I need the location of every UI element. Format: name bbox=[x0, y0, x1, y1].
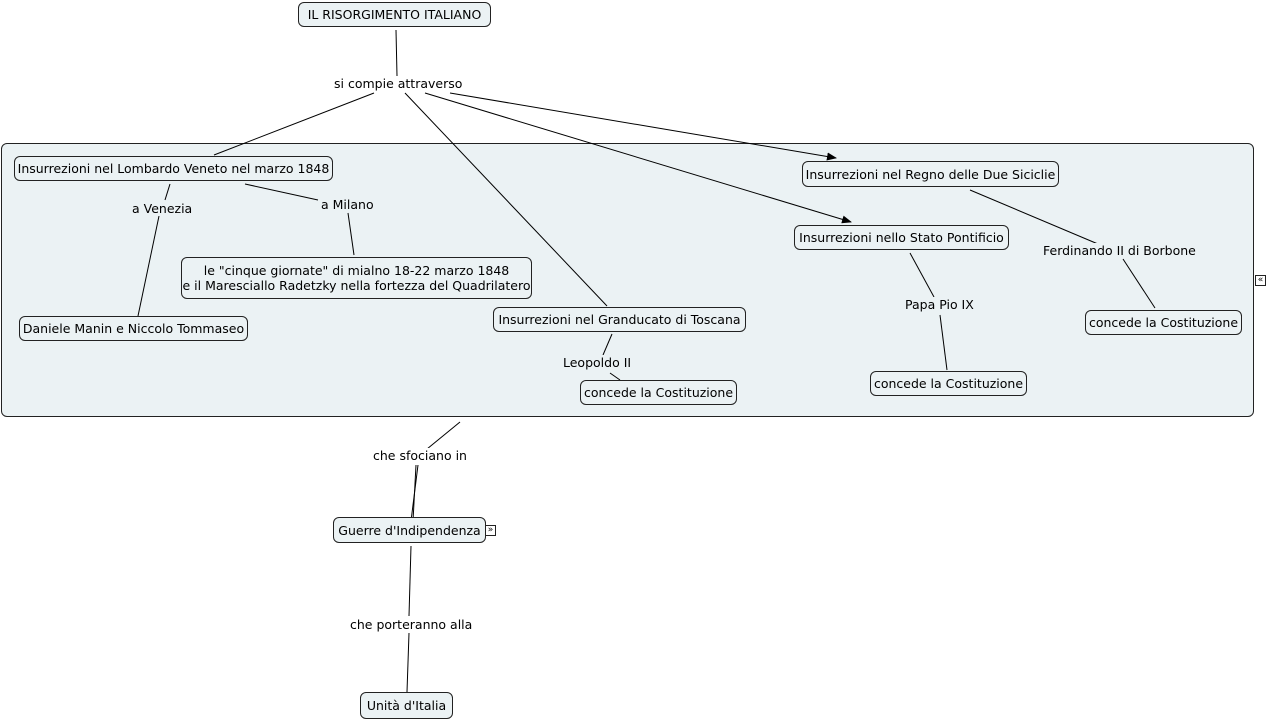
concept-label: concede la Costituzione bbox=[1088, 315, 1239, 330]
concept-label: concede la Costituzione bbox=[873, 376, 1024, 391]
link-group-to-sfociano bbox=[426, 421, 461, 450]
concept-label: concede la Costituzione bbox=[583, 385, 734, 400]
link-sfociano-to-guerre-a bbox=[410, 464, 419, 522]
link-sfociano-to-guerre-b bbox=[412, 464, 417, 522]
concept-label: Unità d'Italia bbox=[366, 698, 447, 713]
concept-label: IL RISORGIMENTO ITALIANO bbox=[307, 7, 482, 22]
linking-phrase-a-milano[interactable]: a Milano bbox=[319, 197, 376, 212]
concept-guerre-indipendenza[interactable]: Guerre d'Indipendenza bbox=[333, 517, 486, 543]
concept-costituzione-toscana[interactable]: concede la Costituzione bbox=[580, 380, 737, 405]
concept-label: Insurrezioni nel Regno delle Due Sicicli… bbox=[805, 166, 1056, 182]
linking-phrase-sfociano[interactable]: che sfociano in bbox=[371, 448, 469, 463]
concept-label: Guerre d'Indipendenza bbox=[338, 522, 481, 538]
concept-cinque-giornate[interactable]: le "cinque giornate" di mialno 18-22 mar… bbox=[181, 257, 532, 299]
collapse-group-icon[interactable]: « bbox=[1255, 275, 1266, 286]
link-guerre-to-porteranno bbox=[408, 545, 412, 617]
concept-costituzione-pontificio[interactable]: concede la Costituzione bbox=[870, 371, 1027, 396]
concept-manin-tommaseo[interactable]: Daniele Manin e Niccolo Tommaseo bbox=[19, 316, 248, 341]
concept-label-line1: le "cinque giornate" di mialno 18-22 mar… bbox=[203, 263, 510, 278]
link-root-to-compie bbox=[395, 29, 398, 77]
concept-granducato-toscana[interactable]: Insurrezioni nel Granducato di Toscana bbox=[493, 307, 746, 332]
concept-due-sicilie[interactable]: Insurrezioni nel Regno delle Due Sicicli… bbox=[802, 161, 1059, 187]
concept-unita-italia[interactable]: Unità d'Italia bbox=[360, 692, 453, 719]
concept-label: Insurrezioni nello Stato Pontificio bbox=[799, 230, 1004, 245]
linking-phrase-leopoldo[interactable]: Leopoldo II bbox=[561, 355, 634, 370]
expand-node-icon[interactable]: » bbox=[485, 525, 496, 536]
concept-lombardo-veneto[interactable]: Insurrezioni nel Lombardo Veneto nel mar… bbox=[14, 156, 333, 181]
link-porteranno-to-unita bbox=[406, 632, 410, 693]
linking-phrase-papa-pio[interactable]: Papa Pio IX bbox=[903, 297, 976, 312]
concept-costituzione-sicilie[interactable]: concede la Costituzione bbox=[1085, 310, 1242, 335]
linking-phrase-ferdinando[interactable]: Ferdinando II di Borbone bbox=[1041, 243, 1198, 258]
concept-label: Insurrezioni nel Lombardo Veneto nel mar… bbox=[17, 161, 330, 176]
linking-phrase-a-venezia[interactable]: a Venezia bbox=[130, 201, 195, 216]
concept-risorgimento-italiano[interactable]: IL RISORGIMENTO ITALIANO bbox=[298, 2, 491, 27]
concept-label: Insurrezioni nel Granducato di Toscana bbox=[498, 312, 741, 327]
linking-phrase-si-compie[interactable]: si compie attraverso bbox=[332, 76, 465, 91]
concept-label-line2: e il Maresciallo Radetzky nella fortezza… bbox=[182, 278, 531, 293]
linking-phrase-porteranno[interactable]: che porteranno alla bbox=[348, 617, 475, 632]
concept-stato-pontificio[interactable]: Insurrezioni nello Stato Pontificio bbox=[794, 225, 1009, 250]
concept-label: Daniele Manin e Niccolo Tommaseo bbox=[22, 321, 245, 336]
